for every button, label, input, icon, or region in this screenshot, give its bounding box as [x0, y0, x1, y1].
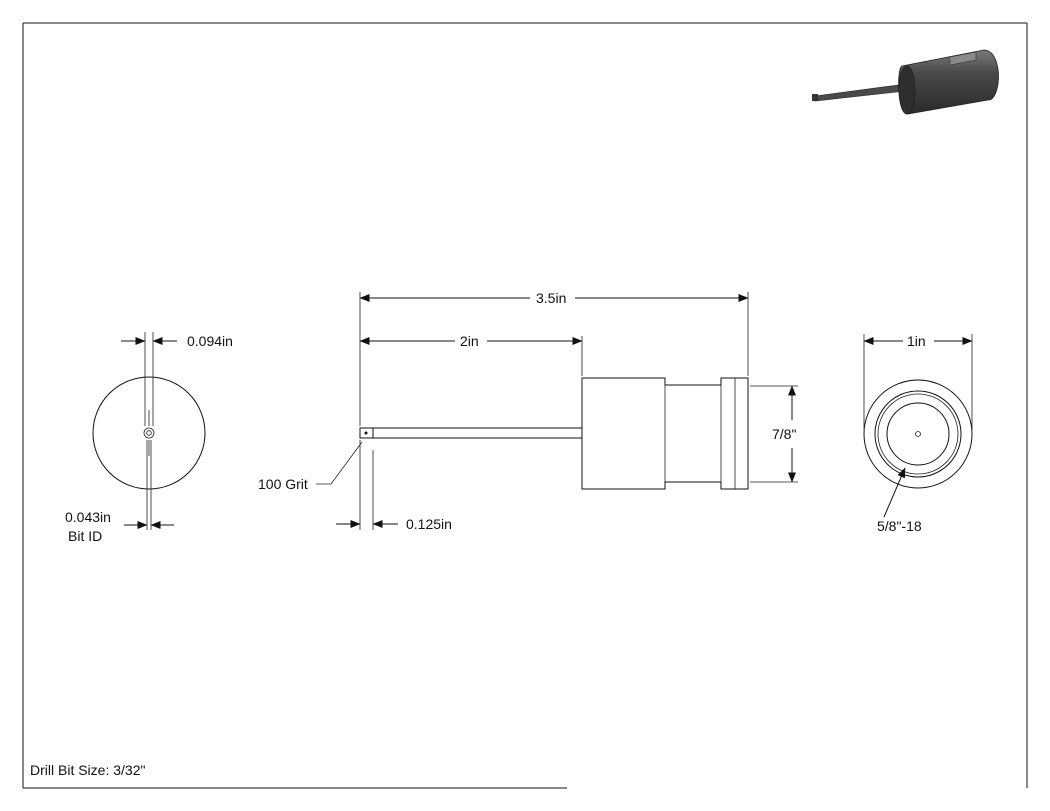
drill-bit-size-label: Drill Bit Size: 3/32" — [30, 762, 145, 778]
end-diameter-label: 1in — [907, 333, 926, 349]
shank-length-label: 2in — [460, 333, 479, 349]
tip-length-label: 0.125in — [406, 516, 452, 532]
isometric-render — [812, 49, 999, 115]
sheet-border — [22, 22, 1028, 789]
bit-id-value-label: 0.043in — [65, 509, 111, 525]
thread-size-label: 5/8"-18 — [877, 518, 922, 534]
overall-length-label: 3.5in — [536, 290, 566, 306]
left-end-view — [92, 332, 206, 530]
grit-callout: 100 Grit — [258, 476, 308, 492]
body-diameter-label: 7/8" — [772, 426, 796, 442]
right-end-view — [863, 334, 973, 518]
wall-thickness-label: 0.094in — [187, 333, 233, 349]
side-view — [316, 292, 798, 530]
bit-id-caption: Bit ID — [68, 528, 102, 544]
